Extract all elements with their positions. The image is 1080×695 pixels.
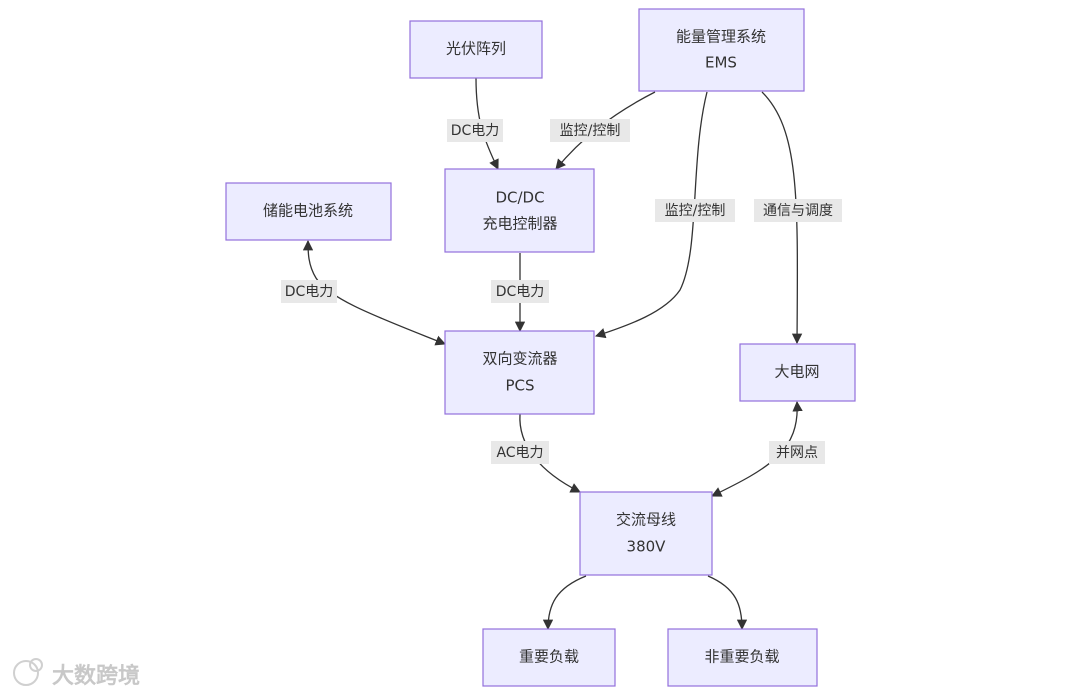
svg-text:PCS: PCS: [505, 377, 534, 395]
node-critical-load: 重要负载: [482, 628, 616, 687]
svg-text:大数跨境: 大数跨境: [52, 663, 140, 689]
edge-label-ems-dcdc: 监控/控制: [550, 119, 630, 142]
edge-label-ems-pcs: 监控/控制: [655, 199, 735, 222]
edge-label-dcdc-pcs: DC电力: [491, 280, 549, 303]
svg-text:380V: 380V: [627, 538, 667, 556]
edge-label-grid-acbus: 并网点: [769, 441, 825, 464]
svg-text:大电网: 大电网: [774, 363, 819, 381]
svg-text:能量管理系统: 能量管理系统: [676, 28, 766, 46]
svg-text:DC/DC: DC/DC: [495, 189, 544, 207]
edge-acbus-critical: [542, 575, 587, 631]
edge-acbus-noncritical: [707, 575, 748, 631]
svg-text:监控/控制: 监控/控制: [665, 203, 726, 219]
svg-text:DC电力: DC电力: [496, 284, 545, 300]
svg-text:DC电力: DC电力: [285, 284, 334, 300]
node-noncritical-load: 非重要负载: [667, 628, 818, 687]
node-ems: 能量管理系统 EMS: [638, 8, 805, 92]
node-dcdc-controller: DC/DC 充电控制器: [444, 168, 595, 253]
watermark: 大数跨境: [13, 658, 140, 689]
node-battery-system: 储能电池系统: [225, 182, 392, 241]
svg-text:重要负载: 重要负载: [519, 648, 579, 666]
edge-label-pv-dcdc: DC电力: [447, 119, 503, 142]
svg-text:并网点: 并网点: [776, 445, 818, 461]
edge-label-battery-pcs: DC电力: [281, 280, 337, 303]
edge-label-pcs-acbus: AC电力: [491, 441, 549, 464]
watermark-logo-icon: [13, 660, 39, 686]
svg-text:交流母线: 交流母线: [616, 511, 676, 529]
svg-text:监控/控制: 监控/控制: [560, 123, 621, 139]
svg-text:EMS: EMS: [705, 54, 737, 72]
svg-text:储能电池系统: 储能电池系统: [263, 202, 353, 220]
svg-text:非重要负载: 非重要负载: [704, 648, 779, 666]
svg-text:AC电力: AC电力: [496, 445, 543, 461]
node-pv-array: 光伏阵列: [409, 20, 543, 79]
svg-text:光伏阵列: 光伏阵列: [446, 40, 506, 58]
edge-ems-grid: [761, 91, 803, 345]
node-pcs: 双向变流器 PCS: [444, 330, 595, 415]
svg-text:通信与调度: 通信与调度: [763, 203, 833, 219]
svg-text:双向变流器: 双向变流器: [482, 350, 557, 368]
node-grid: 大电网: [739, 343, 856, 402]
node-ac-bus: 交流母线 380V: [579, 491, 713, 576]
edge-label-ems-grid: 通信与调度: [754, 199, 842, 222]
svg-text:DC电力: DC电力: [451, 123, 500, 139]
edge-ems-pcs: [595, 91, 708, 339]
svg-text:充电控制器: 充电控制器: [482, 215, 557, 233]
